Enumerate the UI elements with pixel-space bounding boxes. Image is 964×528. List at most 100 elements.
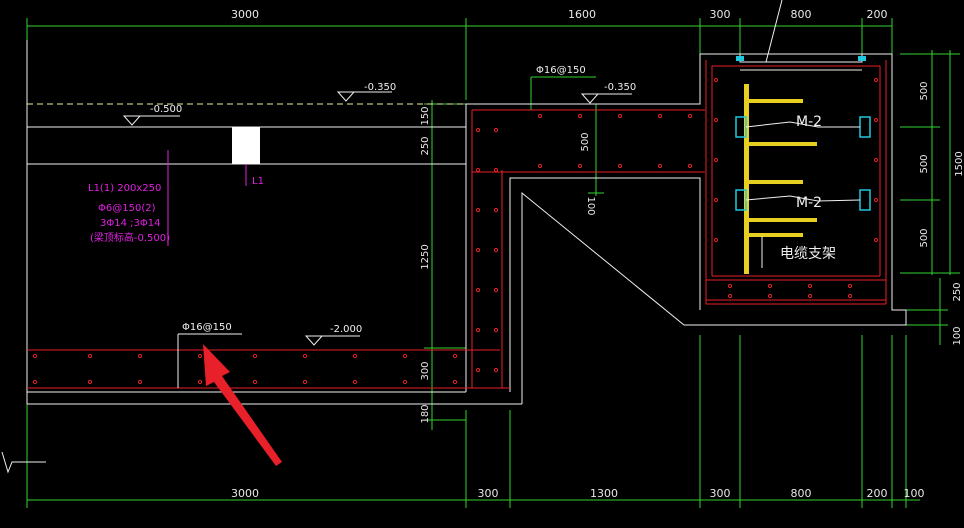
rebar-dot (87, 353, 93, 359)
right-dim-1: 500 (919, 81, 930, 100)
beam-annotation: L1 L1(1) 200x250 Φ6@150(2) 3Φ14 ;3Φ14 (梁… (88, 176, 264, 244)
inner-dim-2: 100 (585, 196, 596, 215)
bottom-dimension-labels: 3000 300 1300 300 800 200 100 (231, 487, 925, 500)
inner-dim-1: 500 (580, 132, 591, 151)
rebar-dot (847, 293, 853, 299)
rebar-dot (713, 197, 719, 203)
rebar-dot (873, 117, 879, 123)
dimension-lines (26, 18, 960, 508)
rebar-dot (493, 367, 499, 373)
rebar-dot (493, 127, 499, 133)
rebar-dot (452, 353, 458, 359)
rebar-dot (493, 207, 499, 213)
top-dim-4: 800 (791, 8, 812, 21)
rebar-dot (452, 379, 458, 385)
top-dim-1: 3000 (231, 8, 259, 21)
rebar-dot (493, 167, 499, 173)
embed-label-2: M-2 (796, 195, 822, 211)
rebar-leader-bottom (177, 333, 242, 388)
rebar-dot (475, 127, 481, 133)
break-symbol (1, 451, 46, 474)
red-arrow (203, 344, 282, 466)
rebar-dot (537, 163, 543, 169)
elevation-label-2: -0.500 (150, 104, 182, 115)
rebar-dot (577, 163, 583, 169)
rebar-dot (137, 353, 143, 359)
inner-dimension-labels: 500 100 (580, 132, 596, 215)
rebar-dot (687, 113, 693, 119)
rebar-dot (727, 283, 733, 289)
rebar-dot (873, 157, 879, 163)
rebar-dot (32, 379, 38, 385)
embed-plates (735, 56, 871, 211)
top-dim-3: 300 (710, 8, 731, 21)
rebar-dot (617, 113, 623, 119)
right-dimension-labels: 500 500 500 1500 250 100 (919, 81, 964, 345)
rebar-dot (807, 293, 813, 299)
embed-label-1: M-2 (796, 114, 822, 130)
left-dimension-labels: 150 250 1250 300 180 (420, 106, 431, 423)
rebar-dot (475, 287, 481, 293)
rebar-dot (847, 283, 853, 289)
bottom-dim-5: 800 (791, 487, 812, 500)
elevation-labels: -0.350 -0.500 -0.350 -2.000 (150, 82, 636, 335)
rebar-dot (873, 237, 879, 243)
rebar-dot (197, 379, 203, 385)
rebar-dot (713, 77, 719, 83)
rebar-label-bottom: Φ16@150 (182, 322, 232, 333)
rebar-dots (32, 77, 879, 385)
rebar-dot (475, 367, 481, 373)
bottom-dim-2: 300 (478, 487, 499, 500)
rebar-dot (493, 327, 499, 333)
bottom-dim-7: 100 (904, 487, 925, 500)
rebar-lines (27, 60, 887, 389)
rebar-dot (32, 353, 38, 359)
rebar-dot (252, 353, 258, 359)
rebar-dot (657, 163, 663, 169)
rebar-dot (493, 287, 499, 293)
rebar-dot (767, 283, 773, 289)
rebar-dot (657, 113, 663, 119)
right-dim-6: 100 (952, 326, 963, 345)
rebar-dot (687, 163, 693, 169)
rebar-dot (713, 237, 719, 243)
rebar-dot (617, 163, 623, 169)
rebar-dot (537, 113, 543, 119)
rebar-dot (713, 157, 719, 163)
rebar-dot (402, 379, 408, 385)
bottom-dim-1: 3000 (231, 487, 259, 500)
elevation-label-3: -0.350 (604, 82, 636, 93)
bottom-dim-4: 300 (710, 487, 731, 500)
top-dim-2: 1600 (568, 8, 596, 21)
rebar-dot (302, 353, 308, 359)
elevation-label-4: -2.000 (330, 324, 362, 335)
rebar-dot (475, 207, 481, 213)
rebar-dot (873, 77, 879, 83)
bottom-dim-6: 200 (867, 487, 888, 500)
rebar-dot (252, 379, 258, 385)
rebar-dot (302, 379, 308, 385)
rebar-dot (493, 247, 499, 253)
left-dim-2: 250 (420, 136, 431, 155)
rebar-dot (767, 293, 773, 299)
rebar-dot (352, 353, 358, 359)
right-dim-4: 1500 (954, 151, 964, 176)
right-dim-5: 250 (952, 282, 963, 301)
rebar-labels: Φ16@150 Φ16@150 (182, 65, 586, 333)
beam-tag: L1 (252, 176, 264, 187)
cable-bracket-label: 电缆支架 (780, 246, 836, 262)
left-dim-4: 300 (420, 361, 431, 380)
elevation-label-1: -0.350 (364, 82, 396, 93)
cable-bracket (744, 84, 817, 274)
right-dim-2: 500 (919, 154, 930, 173)
right-dim-3: 500 (919, 228, 930, 247)
left-dim-3: 1250 (420, 244, 431, 269)
rebar-dot (475, 247, 481, 253)
left-dim-1: 150 (420, 106, 431, 125)
concrete-outline (26, 0, 907, 405)
rebar-dot (713, 117, 719, 123)
rebar-dot (807, 283, 813, 289)
rebar-dot (475, 327, 481, 333)
rebar-dot (352, 379, 358, 385)
